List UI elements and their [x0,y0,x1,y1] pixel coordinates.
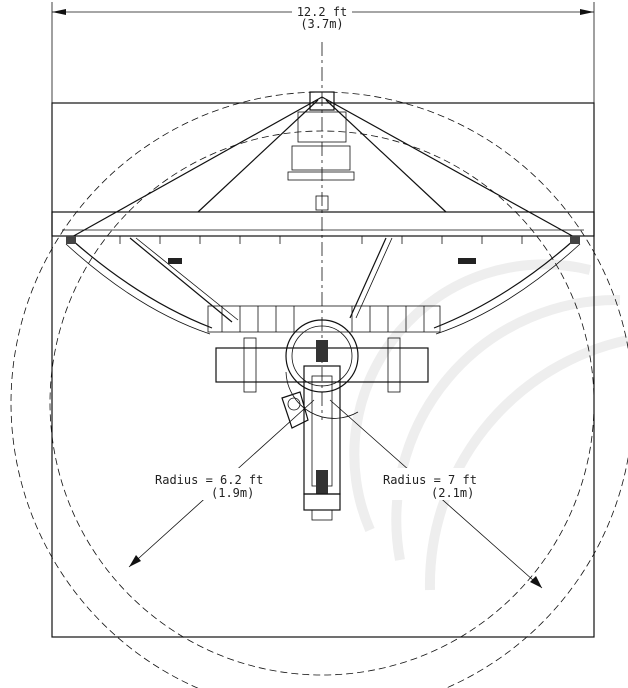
radius-small-label-bg [152,468,266,500]
rear-strut-right-b [355,237,393,319]
feed-housing [297,111,347,143]
reflector-rim [51,211,595,237]
actuator-base [303,493,341,511]
radius-small-metric: (1.9m) [211,486,254,500]
arrowhead-left [52,9,66,15]
crossbar-bracket-left [243,337,257,393]
width-dimension: 12.2 ft (3.7m) [51,2,595,118]
rim-clip-left [66,236,76,244]
antenna-structure [51,91,595,521]
rim-panel-marks [119,236,523,244]
hub-rib-band [207,305,441,333]
radius-large-label: Radius = 7 ft [383,473,477,487]
radius-circle-large [10,91,628,688]
background-watermark [349,259,628,591]
dish-back-right-outer [435,243,581,335]
radius-large-metric: (2.1m) [431,486,474,500]
subreflector-mount [315,195,329,211]
jackscrew-bottom [316,470,328,494]
mount-hub-plate [285,319,359,393]
strut-right-outer [321,96,577,239]
azimuth-arc [285,371,359,419]
width-label: 12.2 ft [297,5,348,19]
radius-large-label-bg [380,468,466,500]
footprint-rectangle [51,102,595,638]
jackscrew-top [316,340,328,362]
rear-strut-right [349,237,387,319]
feed-head [309,91,335,111]
drive-motor [281,391,309,429]
bracket-left [168,258,182,264]
hub-ribs [221,306,425,332]
strut-left-outer [69,96,323,239]
actuator-foot [311,509,333,521]
dish-back-left-outer [65,243,211,335]
dish-back-right [433,239,575,329]
arrowhead-right [580,9,594,15]
radius-small-label: Radius = 6.2 ft [155,473,263,487]
rear-strut-left [129,237,233,323]
arrowhead-small [129,555,141,567]
arrowhead-large [530,576,542,588]
feed-flange [287,171,355,181]
motor-shaft [287,397,301,411]
dish-back-left [71,239,213,329]
bracket-right [458,258,476,264]
width-label-metric: (3.7m) [300,17,343,31]
rim-clip-right [570,236,580,244]
feed-horn [291,145,351,171]
crossbar-bracket-right [387,337,401,393]
mount-hub-inner [291,325,353,387]
